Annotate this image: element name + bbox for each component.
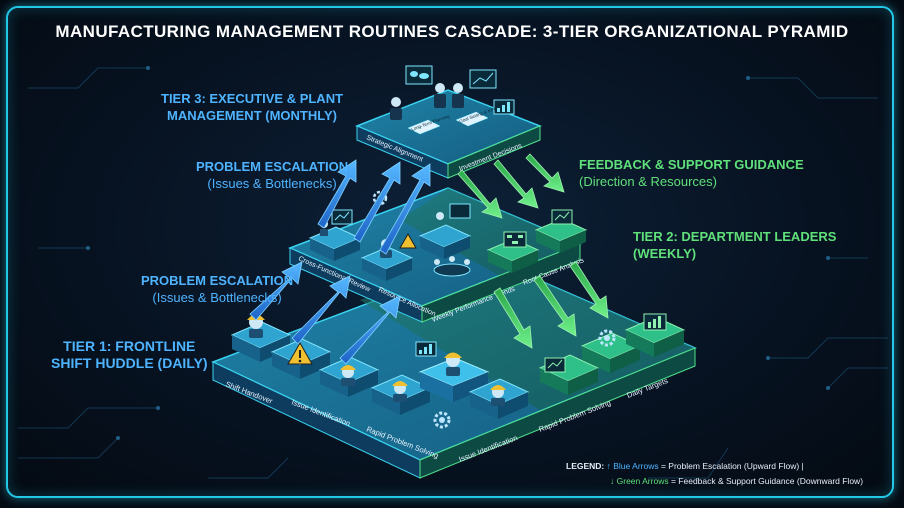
green-arrow-icon: ↓ bbox=[610, 476, 615, 486]
feedback-arrows bbox=[457, 153, 609, 349]
hardhat-worker-icon bbox=[490, 385, 506, 406]
chart-screen-icon bbox=[544, 357, 566, 373]
legend-green-desc: = Feedback & Support Guidance (Downward … bbox=[670, 476, 864, 486]
presenter-screen-icon bbox=[436, 203, 471, 220]
legend: LEGEND: ↑ Blue Arrows = Problem Escalati… bbox=[566, 459, 863, 489]
gear-icon bbox=[433, 411, 451, 429]
blue-up-arrow bbox=[379, 163, 431, 255]
green-down-arrow bbox=[533, 275, 577, 337]
blue-up-arrow bbox=[339, 295, 401, 365]
problem-escalation-top-label: PROBLEM ESCALATION (Issues & Bottlenecks… bbox=[196, 159, 349, 191]
green-down-arrow bbox=[569, 261, 609, 319]
chart-screen-icon bbox=[551, 209, 573, 225]
legend-blue-desc: = Problem Escalation (Upward Flow) | bbox=[660, 461, 804, 471]
chart-screen-icon bbox=[643, 313, 667, 331]
legend-green-name: Green Arrows bbox=[616, 476, 669, 486]
feedback-support-label: FEEDBACK & SUPPORT GUIDANCE (Direction &… bbox=[579, 157, 804, 189]
chart-screen-icon bbox=[493, 99, 515, 115]
flowchart-screen-icon bbox=[503, 231, 527, 248]
hardhat-worker-icon bbox=[392, 381, 408, 402]
chart-screen-icon bbox=[469, 69, 497, 89]
gear-icon bbox=[598, 329, 616, 347]
blue-up-arrow bbox=[317, 159, 357, 229]
green-down-arrow bbox=[493, 287, 533, 349]
green-down-arrow bbox=[457, 169, 503, 219]
handshake-executives-icon bbox=[434, 83, 464, 108]
chart-screen-icon bbox=[415, 341, 437, 357]
legend-blue-name: Blue Arrows bbox=[613, 461, 659, 471]
legend-row-green: ↓ Green Arrows = Feedback & Support Guid… bbox=[566, 474, 863, 489]
tier-2-heading: TIER 2: DEPARTMENT LEADERS (WEEKLY) bbox=[633, 229, 837, 261]
blue-arrow-icon: ↑ bbox=[606, 461, 611, 471]
escalation-arrows bbox=[249, 159, 431, 365]
green-down-arrow bbox=[525, 153, 565, 193]
hardhat-worker-icon bbox=[444, 352, 462, 376]
warning-triangle-icon bbox=[287, 341, 313, 365]
legend-key: LEGEND: bbox=[566, 461, 605, 471]
tier-1-heading: TIER 1: FRONTLINE SHIFT HUDDLE (DAILY) bbox=[51, 338, 208, 371]
problem-escalation-bottom-label: PROBLEM ESCALATION (Issues & Bottlenecks… bbox=[141, 273, 294, 305]
meeting-table-icon bbox=[433, 256, 471, 277]
circuit-background bbox=[18, 66, 888, 479]
green-down-arrow bbox=[493, 159, 539, 209]
executive-icon bbox=[390, 97, 402, 120]
tier-3-heading: TIER 3: EXECUTIVE & PLANT MANAGEMENT (MO… bbox=[161, 91, 344, 123]
hardhat-worker-icon bbox=[340, 365, 356, 386]
page-title: MANUFACTURING MANAGEMENT ROUTINES CASCAD… bbox=[55, 22, 849, 41]
world-map-screen-icon bbox=[405, 65, 433, 85]
warning-triangle-icon bbox=[399, 232, 417, 249]
tier-3-platform: Long-Term Planning Goal Setting & KPIs S… bbox=[355, 65, 543, 179]
legend-row-blue: LEGEND: ↑ Blue Arrows = Problem Escalati… bbox=[566, 459, 863, 474]
blue-up-arrow bbox=[249, 261, 303, 321]
tier-2-cubes bbox=[308, 218, 588, 281]
blue-up-arrow bbox=[353, 161, 401, 243]
blue-up-arrow bbox=[291, 275, 351, 345]
